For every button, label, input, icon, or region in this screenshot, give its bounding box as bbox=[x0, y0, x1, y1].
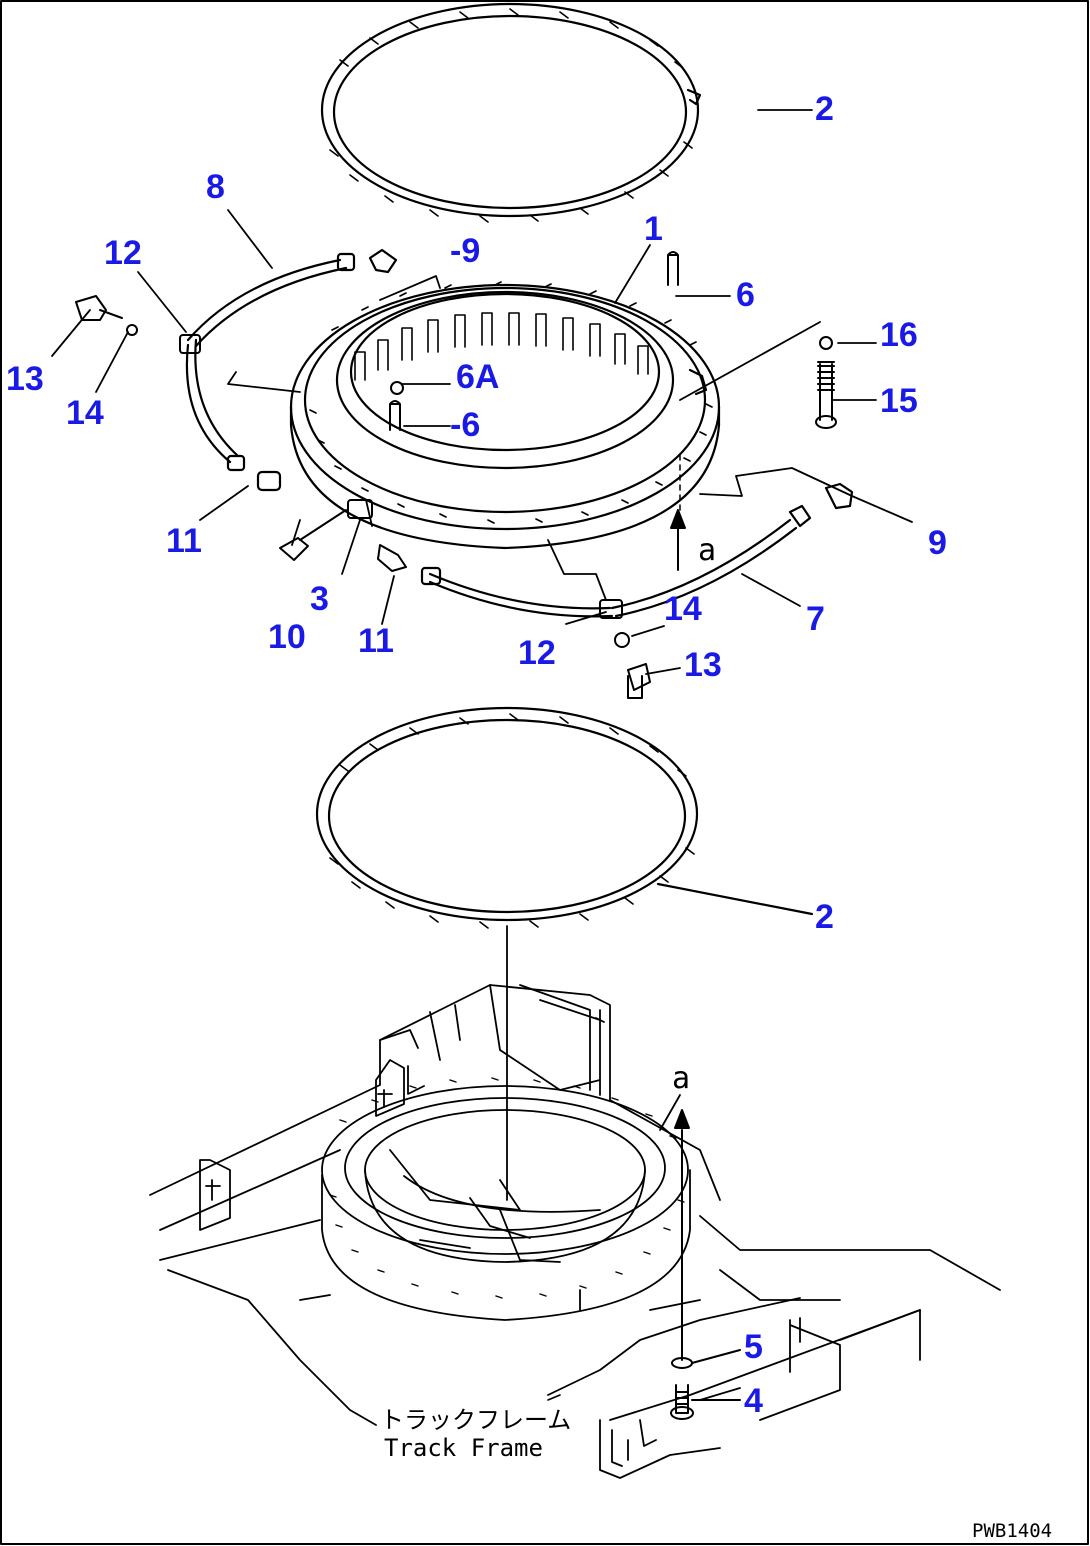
callout-4: 4 bbox=[744, 1382, 763, 1420]
callout-9-upper: -9 bbox=[450, 232, 481, 270]
seal-ring-top bbox=[320, 2, 702, 223]
callout-12-upper: 12 bbox=[104, 234, 142, 272]
callout-3: 3 bbox=[310, 580, 329, 618]
view-marker-top: a bbox=[698, 533, 717, 568]
drawing-code: PWB1404 bbox=[972, 1520, 1053, 1542]
callout-2-bottom: 2 bbox=[815, 898, 834, 936]
callout-11-left: 11 bbox=[166, 522, 202, 560]
seal-ring-bottom bbox=[315, 706, 814, 929]
track-frame-label-en: Track Frame bbox=[384, 1434, 543, 1462]
view-arrow-top bbox=[670, 454, 686, 571]
callout-7: 7 bbox=[806, 600, 825, 638]
fittings bbox=[75, 251, 837, 699]
callout-9-right: 9 bbox=[928, 524, 947, 562]
grease-hose-7 bbox=[420, 482, 854, 618]
swing-circle bbox=[289, 281, 721, 550]
callout-14-left: 14 bbox=[66, 394, 104, 432]
callout-14-right: 14 bbox=[664, 590, 702, 628]
callout-6-lower: -6 bbox=[450, 406, 481, 444]
callout-6-upper: 6 bbox=[736, 276, 755, 314]
callout-15: 15 bbox=[880, 382, 918, 420]
track-frame bbox=[149, 984, 1001, 1479]
callout-6a: 6A bbox=[456, 358, 500, 396]
callout-11-lower: 11 bbox=[358, 622, 394, 660]
track-frame-label-jp: トラックフレーム bbox=[380, 1406, 572, 1434]
grease-hose-8 bbox=[185, 248, 398, 492]
view-arrow-bottom bbox=[670, 1109, 741, 1420]
track-frame-leader bbox=[547, 1394, 561, 1401]
view-marker-bottom: a bbox=[672, 1061, 691, 1096]
callout-8: 8 bbox=[206, 168, 225, 206]
callout-2-top: 2 bbox=[815, 90, 834, 128]
callout-13-left: 13 bbox=[6, 360, 44, 398]
leader-lines bbox=[51, 109, 913, 675]
callout-12-lower: 12 bbox=[518, 634, 556, 672]
callout-16: 16 bbox=[880, 316, 918, 354]
callout-10: 10 bbox=[268, 618, 306, 656]
callout-5: 5 bbox=[744, 1328, 763, 1366]
callout-13-right: 13 bbox=[684, 646, 722, 684]
callout-1: 1 bbox=[644, 210, 663, 248]
